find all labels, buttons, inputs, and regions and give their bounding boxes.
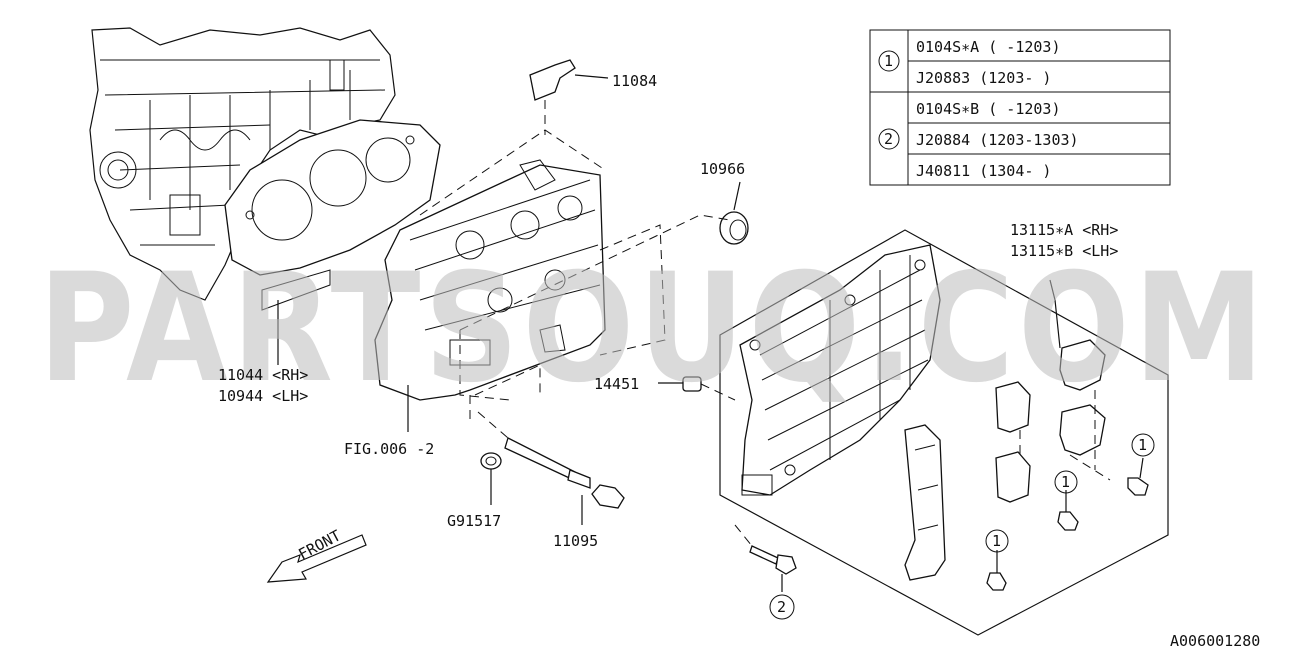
bolt-callout-2-drawing	[734, 524, 797, 592]
label-14451: 14451	[594, 375, 639, 393]
cam-carrier-assembly-drawing	[719, 229, 1169, 636]
bracket-11084-drawing	[529, 59, 609, 135]
table-marker-2: 2	[878, 128, 900, 150]
seal-10966-drawing	[719, 181, 749, 245]
label-11095: 11095	[553, 532, 598, 550]
cam-carrier-dashed-box	[459, 214, 731, 401]
callout-1-b: 1	[1054, 470, 1078, 494]
label-13115a: 13115∗A <RH>	[1010, 221, 1118, 239]
watermark-text: PARTSOUQ.COM	[38, 242, 1268, 416]
bolt-11095-drawing	[477, 411, 625, 525]
callout-1-a: 1	[1131, 433, 1155, 457]
label-10944: 10944 <LH>	[218, 387, 308, 405]
svg-text:1: 1	[884, 52, 893, 70]
table-row: 0104S∗A ( -1203)	[916, 38, 1061, 56]
label-drawing-code: A006001280	[1170, 632, 1260, 650]
label-g91517: G91517	[447, 512, 501, 530]
table-row: 0104S∗B ( -1203)	[916, 100, 1061, 118]
table-row: J40811 (1304- )	[916, 162, 1051, 180]
table-row: J20883 (1203- )	[916, 69, 1051, 87]
dowel-14451-drawing	[658, 376, 736, 401]
table-row: J20884 (1203-1303)	[916, 131, 1079, 149]
front-arrow-icon	[266, 534, 367, 583]
callout-1-c: 1	[985, 529, 1009, 553]
label-10966: 10966	[700, 160, 745, 178]
svg-text:2: 2	[884, 130, 893, 148]
head-gasket-drawing	[224, 119, 441, 311]
part-number-table: 1 2 0104S∗A ( -1203) J20883 (1203- ) 010…	[869, 29, 1171, 186]
cylinder-head-drawing	[374, 159, 606, 401]
engine-block-drawing	[89, 27, 396, 301]
label-13115b: 13115∗B <LH>	[1010, 242, 1118, 260]
label-fig-ref: FIG.006 -2	[344, 440, 434, 458]
svg-text:1: 1	[1138, 436, 1147, 454]
label-11084: 11084	[612, 72, 657, 90]
callout-2: 2	[769, 594, 795, 620]
label-11044: 11044 <RH>	[218, 366, 308, 384]
o-ring-g91517-drawing	[480, 452, 502, 505]
svg-text:1: 1	[1061, 473, 1070, 491]
svg-text:1: 1	[992, 532, 1001, 550]
table-marker-1: 1	[878, 50, 900, 72]
svg-text:2: 2	[777, 598, 786, 616]
